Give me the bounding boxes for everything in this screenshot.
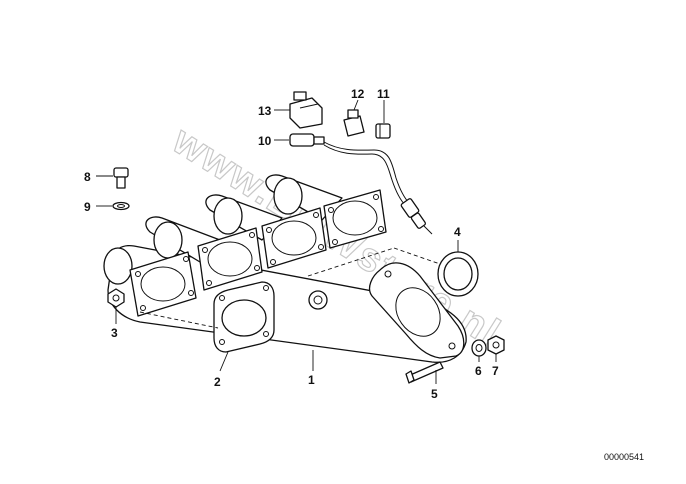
washer bbox=[471, 339, 487, 357]
nut-part-7 bbox=[487, 335, 505, 355]
callout-label-8: 8 bbox=[84, 170, 91, 184]
connector-housing bbox=[289, 91, 323, 129]
gasket-ring bbox=[437, 251, 479, 297]
holder bbox=[343, 109, 365, 137]
callout-label-2: 2 bbox=[214, 375, 221, 389]
sealing-ring bbox=[112, 201, 130, 211]
exhaust-manifold bbox=[103, 174, 467, 363]
callout-label-5: 5 bbox=[431, 387, 438, 401]
callout-label-13: 13 bbox=[258, 104, 272, 118]
stud bbox=[405, 361, 444, 384]
oxygen-sensor bbox=[289, 133, 433, 235]
callout-label-7: 7 bbox=[492, 364, 499, 378]
leader-lines bbox=[96, 99, 497, 384]
reference-code: 00000541 bbox=[604, 452, 644, 462]
callout-label-3: 3 bbox=[111, 326, 118, 340]
callout-label-10: 10 bbox=[258, 134, 272, 148]
screw-plug bbox=[113, 167, 129, 189]
callout-label-4: 4 bbox=[454, 225, 461, 239]
callout-label-1: 1 bbox=[308, 373, 315, 387]
callout-label-11: 11 bbox=[377, 87, 390, 101]
callout-label-9: 9 bbox=[84, 200, 91, 214]
clip bbox=[375, 123, 391, 139]
callout-label-6: 6 bbox=[475, 364, 482, 378]
callout-label-12: 12 bbox=[351, 87, 365, 101]
manifold-gasket bbox=[139, 281, 275, 353]
nut-part-3 bbox=[107, 288, 125, 308]
